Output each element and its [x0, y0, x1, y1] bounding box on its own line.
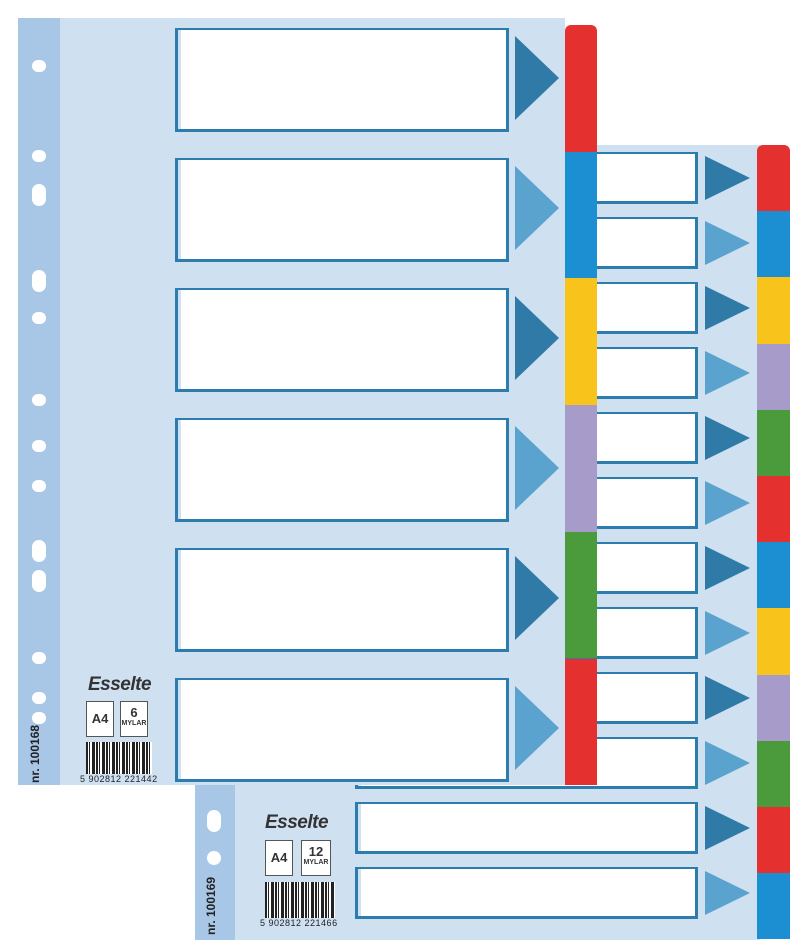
tab-arrow-icon	[515, 166, 559, 250]
brand-logo: Esselte	[88, 674, 152, 695]
colored-tab	[565, 531, 597, 659]
colored-tab	[757, 674, 790, 741]
tab-label-field	[175, 28, 509, 132]
tab-arrow-icon	[705, 806, 750, 850]
tab-arrow-icon	[705, 286, 750, 330]
tab-arrow-icon	[515, 426, 559, 510]
punch-hole	[32, 312, 46, 324]
colored-tab	[565, 25, 597, 152]
colored-tab	[757, 542, 790, 609]
ean-number: 5 902812 221466	[260, 918, 338, 928]
punch-hole	[32, 652, 46, 664]
colored-tab	[757, 211, 790, 278]
tab-arrow-icon	[705, 741, 750, 785]
size-badge: A4	[265, 840, 293, 876]
punch-hole	[32, 184, 46, 206]
colored-tab	[565, 278, 597, 406]
product-code: nr. 100169	[204, 876, 218, 935]
punch-hole	[32, 60, 46, 72]
tab-arrow-icon	[705, 611, 750, 655]
punch-hole	[32, 712, 46, 724]
colored-tab	[565, 151, 597, 279]
punch-hole	[32, 540, 46, 562]
tab-arrow-icon	[705, 351, 750, 395]
product-code: nr. 100168	[28, 724, 42, 783]
tab-arrow-icon	[515, 296, 559, 380]
front-divider-sheet	[18, 18, 565, 785]
tab-label-field	[355, 867, 698, 919]
colored-tab	[757, 277, 790, 344]
punch-hole	[32, 394, 46, 406]
punch-hole	[32, 270, 46, 292]
tab-arrow-icon	[705, 221, 750, 265]
tab-label-field	[175, 548, 509, 652]
tab-count: 12	[308, 844, 324, 859]
tab-arrow-icon	[705, 416, 750, 460]
colored-tab	[757, 145, 790, 212]
material: MYLAR	[303, 859, 329, 866]
size-badge: A4	[86, 701, 114, 737]
tab-arrow-icon	[705, 676, 750, 720]
tab-label-field	[175, 288, 509, 392]
punch-hole	[207, 851, 221, 865]
colored-tab	[565, 658, 597, 786]
tab-label-field	[355, 802, 698, 854]
tab-arrow-icon	[705, 871, 750, 915]
tab-arrow-icon	[705, 156, 750, 200]
punch-hole	[32, 150, 46, 162]
tab-arrow-icon	[515, 686, 559, 770]
tab-label-field	[175, 158, 509, 262]
barcode	[265, 882, 335, 924]
colored-tab	[757, 608, 790, 675]
tab-arrow-icon	[705, 481, 750, 525]
colored-tab	[565, 405, 597, 532]
barcode	[86, 742, 152, 778]
colored-tab	[757, 476, 790, 543]
brand-logo: Esselte	[265, 812, 329, 833]
material: MYLAR	[121, 720, 147, 727]
colored-tab	[757, 343, 790, 410]
punch-hole	[32, 692, 46, 704]
colored-tab	[757, 807, 790, 874]
colored-tab	[757, 740, 790, 807]
colored-tab	[757, 873, 790, 940]
tab-arrow-icon	[515, 36, 559, 120]
colored-tab	[757, 409, 790, 476]
ean-number: 5 902812 221442	[80, 774, 158, 784]
tab-label-field	[175, 418, 509, 522]
punch-hole	[32, 570, 46, 592]
tab-label-field	[175, 678, 509, 782]
punch-hole	[207, 810, 221, 832]
tab-arrow-icon	[515, 556, 559, 640]
tab-count: 6	[130, 705, 138, 720]
punch-hole	[32, 440, 46, 452]
tab-arrow-icon	[705, 546, 750, 590]
punch-hole	[32, 480, 46, 492]
